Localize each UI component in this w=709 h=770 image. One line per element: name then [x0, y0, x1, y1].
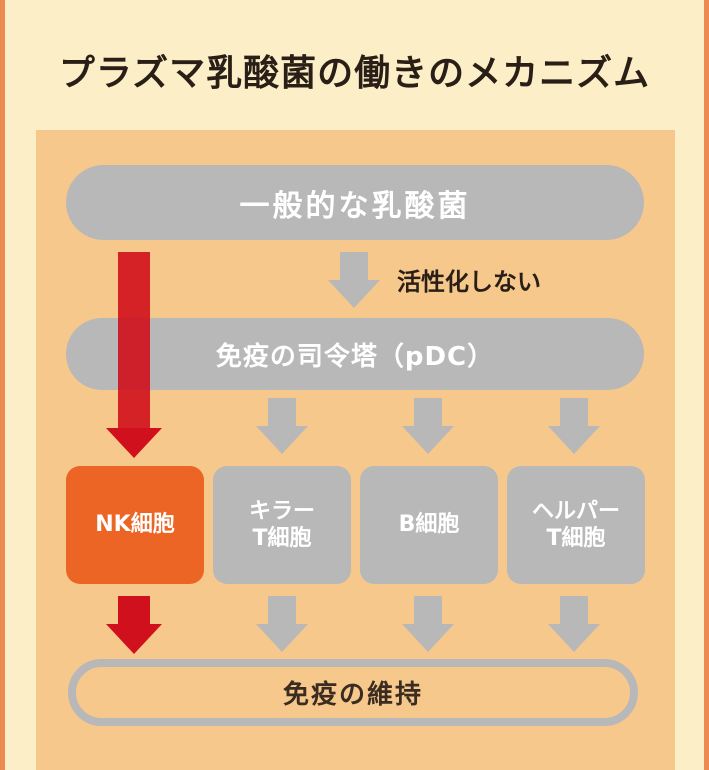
- helper-t-cell-line2: T細胞: [546, 526, 606, 551]
- killer-t-cell-line2: T細胞: [252, 526, 312, 551]
- left-edge-stripe: [0, 0, 5, 770]
- nk-cell-box: NK細胞: [66, 466, 204, 584]
- nk-cell-label: NK細胞: [95, 512, 175, 538]
- immune-maintenance-pill: 免疫の維持: [68, 659, 638, 726]
- helper-t-cell-box: ヘルパー T細胞: [507, 466, 645, 584]
- pdc-pill: 免疫の司令塔（pDC）: [66, 318, 644, 390]
- page-title: プラズマ乳酸菌の働きのメカニズム: [58, 53, 651, 94]
- helper-t-cell-line1: ヘルパー: [531, 498, 620, 524]
- killer-t-cell-box: キラー T細胞: [213, 466, 351, 584]
- killer-t-cell-line1: キラー: [248, 498, 315, 524]
- common-lactic-acid-bacteria-pill: 一般的な乳酸菌: [66, 165, 644, 240]
- not-activated-note: 活性化しない: [397, 268, 541, 296]
- b-cell-label: B細胞: [398, 512, 460, 538]
- b-cell-box: B細胞: [360, 466, 498, 584]
- right-edge-stripe: [704, 0, 709, 770]
